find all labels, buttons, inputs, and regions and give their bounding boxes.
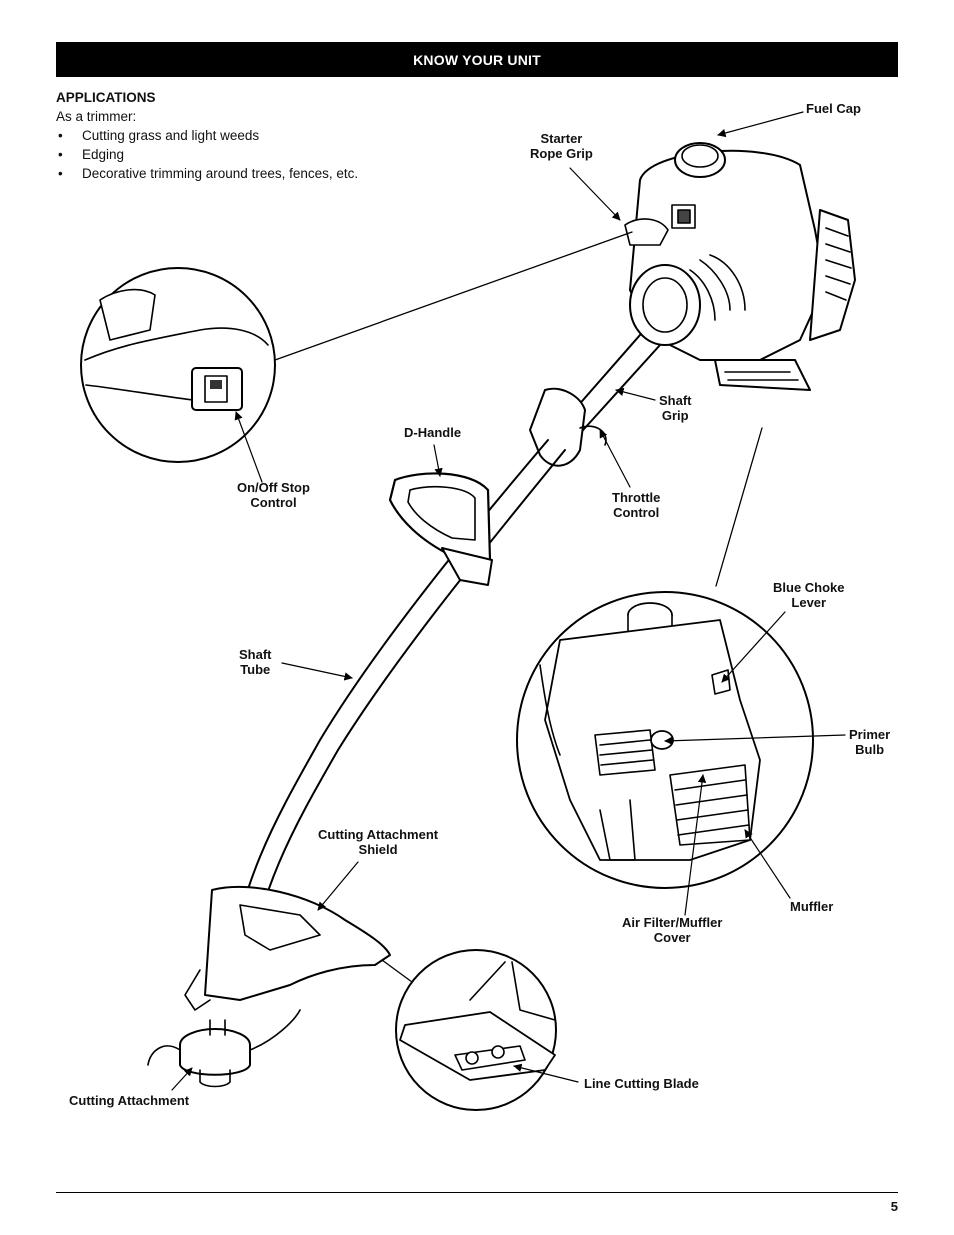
label-air-filter-muffler-cover: Air Filter/Muffler Cover <box>622 915 723 945</box>
applications-list: Cutting grass and light weeds Edging Dec… <box>56 126 358 183</box>
label-cutting-attachment: Cutting Attachment <box>69 1093 190 1108</box>
label-throttle-control: Throttle Control <box>612 490 661 520</box>
engine-detail-circle <box>516 427 814 889</box>
on-off-detail-circle <box>80 231 633 463</box>
applications-heading: APPLICATIONS <box>56 90 156 105</box>
section-title: KNOW YOUR UNIT <box>413 51 541 68</box>
label-line-cutting-blade: Line Cutting Blade <box>584 1076 699 1091</box>
footer-rule <box>56 1192 898 1193</box>
label-fuel-cap: Fuel Cap <box>806 101 861 116</box>
shield-illustration <box>184 885 391 1011</box>
label-on-off-stop-control: On/Off Stop Control <box>237 480 310 510</box>
label-primer-bulb: Primer Bulb <box>849 727 891 757</box>
label-starter-rope-grip: Starter Rope Grip <box>530 131 593 161</box>
label-shaft-grip: Shaft Grip <box>659 393 692 423</box>
label-muffler: Muffler <box>790 899 834 914</box>
shaft-grip-illustration <box>529 387 607 467</box>
label-d-handle: D-Handle <box>404 425 462 440</box>
list-item: Edging <box>56 145 358 164</box>
leader-arrows <box>171 111 846 1091</box>
engine-illustration <box>624 142 856 391</box>
d-handle-illustration <box>388 472 493 586</box>
cutting-head-illustration <box>147 1009 301 1088</box>
label-blue-choke-lever: Blue Choke Lever <box>773 580 845 610</box>
applications-block: APPLICATIONS As a trimmer: Cutting grass… <box>56 88 358 183</box>
blade-detail-circle <box>381 949 557 1111</box>
list-item: Cutting grass and light weeds <box>56 126 358 145</box>
section-banner: KNOW YOUR UNIT <box>56 42 898 77</box>
label-shaft-tube: Shaft Tube <box>239 647 272 677</box>
page-number: 5 <box>890 1199 898 1214</box>
list-item: Decorative trimming around trees, fences… <box>56 164 358 183</box>
label-cutting-attachment-shield: Cutting Attachment Shield <box>318 827 439 857</box>
applications-intro: As a trimmer: <box>56 109 137 124</box>
